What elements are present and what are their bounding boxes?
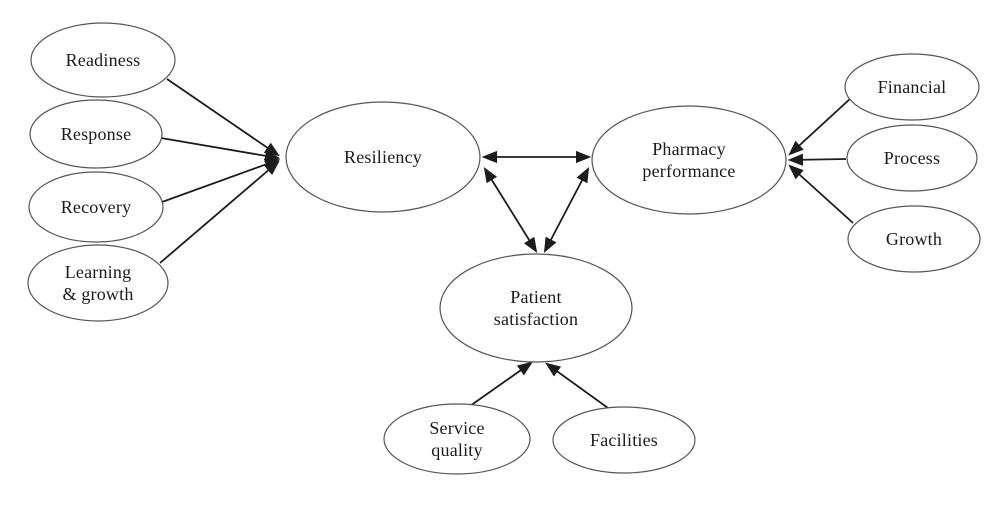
node-label-financial: Financial — [878, 77, 947, 97]
node-recovery — [28, 171, 164, 243]
edge-learning-growth-to-resiliency — [159, 160, 280, 264]
node-label-resiliency: Resiliency — [344, 147, 422, 167]
node-growth — [847, 205, 981, 273]
node-label-readiness: Readiness — [66, 50, 141, 70]
node-financial — [844, 53, 980, 121]
node-resiliency — [285, 101, 481, 213]
node-label-recovery: Recovery — [61, 197, 132, 217]
node-learning-growth — [27, 244, 169, 322]
edge-growth-to-pharmacy-performance — [788, 164, 854, 224]
node-patient-satisfaction — [439, 253, 633, 363]
edge-recovery-to-resiliency — [161, 158, 281, 203]
edge-process-to-pharmacy-performance — [787, 153, 847, 166]
node-label-facilities: Facilities — [590, 430, 658, 450]
node-label-response: Response — [61, 124, 132, 144]
node-process — [846, 124, 978, 192]
node-pharmacy-performance — [591, 105, 787, 215]
node-facilities — [552, 406, 696, 474]
node-label-process: Process — [884, 148, 940, 168]
edge-financial-to-pharmacy-performance — [788, 97, 852, 156]
edge-pharmacy-performance-to-patient-satisfaction — [543, 166, 590, 254]
node-readiness — [30, 22, 176, 98]
node-response — [29, 99, 163, 169]
edge-facilities-to-patient-satisfaction — [545, 362, 609, 409]
node-label-learning-growth: Learning& growth — [62, 262, 133, 304]
edge-response-to-resiliency — [160, 137, 281, 162]
node-service-quality — [383, 403, 531, 475]
node-label-growth: Growth — [886, 229, 942, 249]
edge-resiliency-to-patient-satisfaction — [483, 167, 538, 253]
edge-service-quality-to-patient-satisfaction — [469, 361, 533, 407]
edge-readiness-to-resiliency — [166, 78, 280, 157]
